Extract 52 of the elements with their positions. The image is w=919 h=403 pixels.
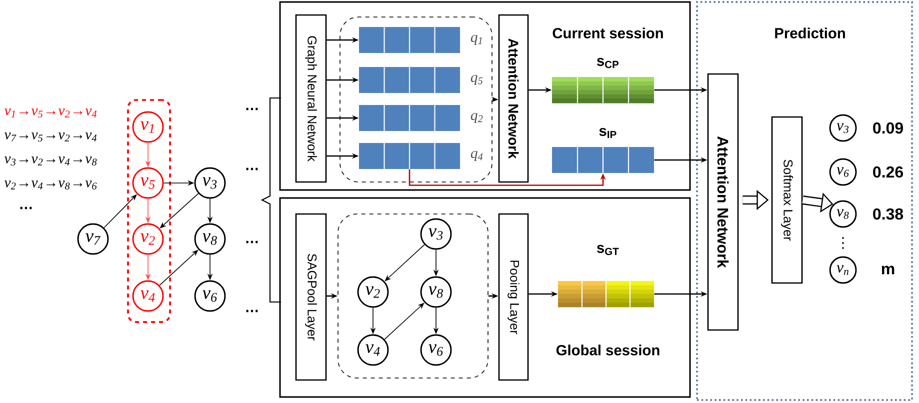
graph-node: v$_{8}$ — [194, 223, 226, 255]
graph-node: v$_{6}$ — [194, 280, 226, 312]
graph-node: v$_{8}$ — [420, 276, 452, 308]
ellipsis: … — [246, 168, 258, 170]
probability-value: m — [882, 266, 894, 274]
graph-node: v$_{5}$ — [132, 167, 164, 199]
probability-value: 0.38 — [873, 208, 904, 220]
ellipsis: … — [246, 240, 258, 244]
vector-label: s$_{IP}$ — [599, 128, 616, 138]
vector-label: q$_{4}$ — [470, 151, 483, 161]
graph-node: v$_{8}$ — [829, 200, 857, 228]
graph-node: v$_{2}$ — [357, 276, 389, 308]
dashed-frame — [338, 214, 488, 378]
probability-value: 0.09 — [873, 122, 903, 134]
vector-label: q$_{1}$ — [470, 35, 482, 45]
sequence-text: v$_{7}$→v$_{5}$→v$_{2}$→v$_{4}$ — [4, 132, 97, 142]
arrow — [159, 250, 198, 286]
graph-node: v$_{6}$ — [420, 334, 452, 366]
panel-title: Global session — [556, 344, 660, 356]
graph-node: v$_{n}$ — [829, 256, 857, 284]
layer-box: Softmax Layer — [771, 116, 803, 284]
ellipsis: … — [20, 206, 32, 210]
probability-value: 0.26 — [873, 166, 903, 178]
ellipsis: … — [246, 108, 258, 110]
ellipsis: ⋮ — [842, 237, 844, 249]
vector-label: s$_{GT}$ — [597, 244, 619, 256]
graph-node: v$_{4}$ — [357, 334, 389, 366]
sequence-text: v$_{3}$→v$_{2}$→v$_{4}$→v$_{8}$ — [4, 156, 97, 166]
arrow — [384, 244, 425, 282]
dashed-frame — [127, 99, 171, 323]
layer-box: Graph Neural Network — [295, 14, 327, 183]
sequence-text: v$_{1}$→v$_{5}$→v$_{2}$→v$_{4}$ — [4, 108, 97, 118]
graph-node: v$_{1}$ — [132, 111, 164, 143]
graph-node: v$_{3}$ — [829, 114, 857, 142]
panel-title: Prediction — [775, 28, 845, 38]
vector-label: q$_{5}$ — [470, 75, 483, 85]
graph-node: v$_{7}$ — [77, 223, 109, 255]
vector-label: q$_{2}$ — [470, 113, 483, 123]
layer-box: Attention Network — [707, 73, 739, 331]
ellipsis: … — [246, 310, 258, 312]
layer-box: SAGPool Layer — [295, 213, 327, 381]
dashed-frame — [340, 16, 492, 182]
sequence-text: v$_{2}$→v$_{4}$→v$_{8}$→v$_{6}$ — [4, 180, 97, 190]
graph-node: v$_{2}$ — [132, 223, 164, 255]
graph-node: v$_{6}$ — [829, 158, 857, 186]
vector-label: s$_{CP}$ — [597, 58, 619, 68]
graph-node: v$_{3}$ — [194, 167, 226, 199]
layer-box: Attention Network — [498, 14, 529, 183]
graph-node: v$_{3}$ — [420, 218, 452, 250]
layer-box: Pooing Layer — [498, 213, 529, 381]
panel-title: Current session — [552, 28, 663, 38]
graph-node: v$_{4}$ — [132, 280, 164, 312]
